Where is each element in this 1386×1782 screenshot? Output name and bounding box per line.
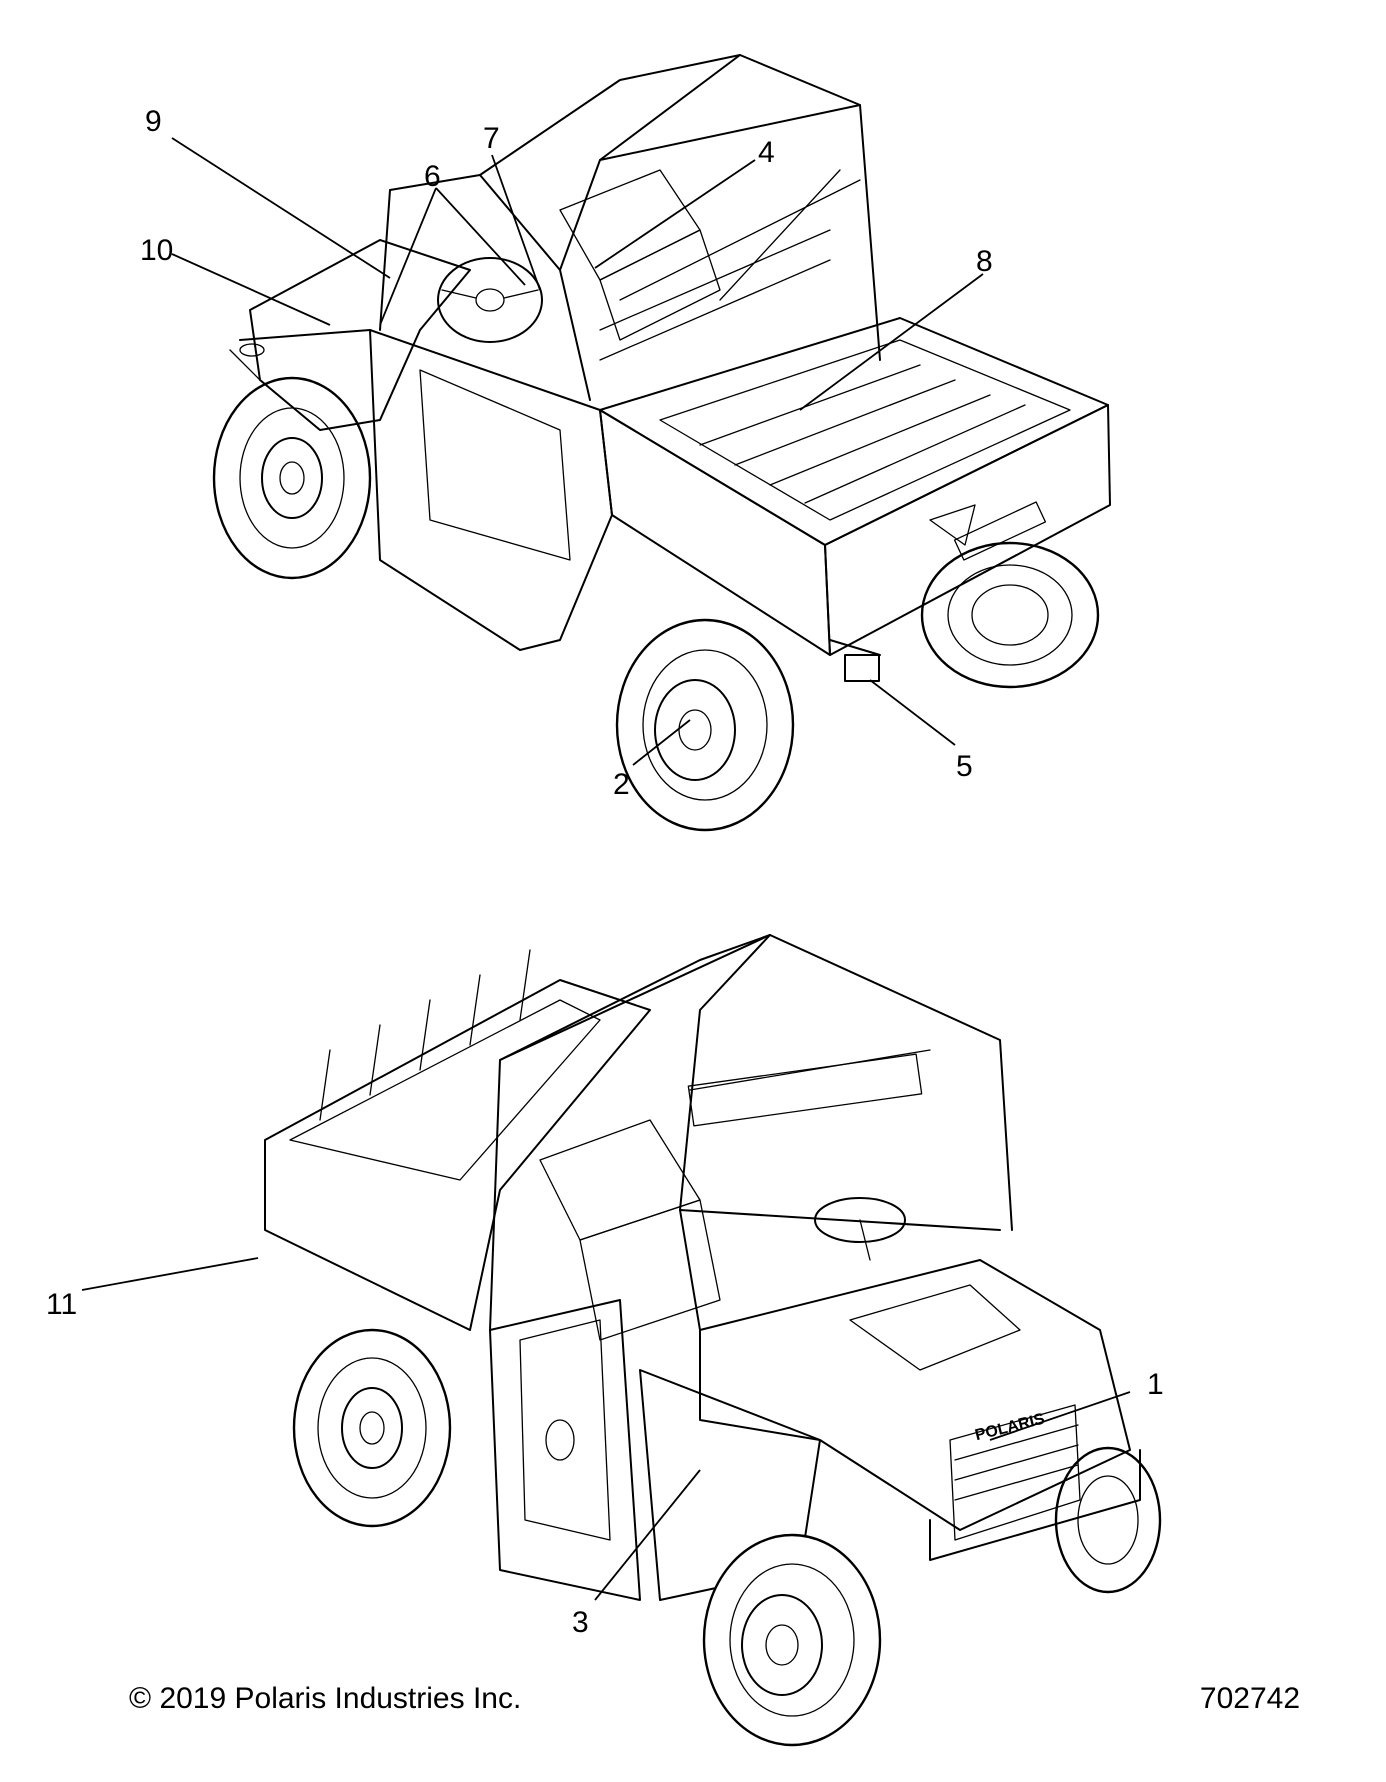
roll-cage-front-view xyxy=(489,934,1013,1331)
leader-line-6b xyxy=(435,187,526,286)
leader-lines xyxy=(81,137,1131,1601)
callout-9: 9 xyxy=(145,105,162,138)
tire-front-far xyxy=(212,376,372,580)
seats-rear-view xyxy=(559,169,721,341)
front-brand-badge: POLARIS xyxy=(973,1411,1046,1445)
roll-cage-rear-view xyxy=(379,54,881,401)
leader-line-11 xyxy=(81,1257,259,1291)
cab-body-rear-view xyxy=(229,239,613,651)
tire-front-right xyxy=(1054,1446,1162,1594)
callout-8: 8 xyxy=(976,245,993,278)
leader-line-4 xyxy=(594,159,756,269)
tire-rear-far xyxy=(920,541,1100,689)
callout-2: 2 xyxy=(613,768,630,801)
callout-6: 6 xyxy=(424,160,441,193)
callout-11: 11 xyxy=(46,1288,78,1321)
cab-interior-front-view xyxy=(539,1119,906,1341)
leader-line-5 xyxy=(869,679,956,746)
leader-line-9 xyxy=(171,137,391,279)
leader-line-1 xyxy=(989,1391,1131,1441)
leader-line-2 xyxy=(632,719,691,766)
leader-line-8 xyxy=(799,273,984,411)
vehicle-rear-view xyxy=(212,54,1111,832)
steering-wheel-rear-view xyxy=(437,257,543,343)
callout-5: 5 xyxy=(956,750,973,783)
copyright-notice: © 2019 Polaris Industries Inc. xyxy=(129,1682,522,1715)
callout-7: 7 xyxy=(483,122,500,155)
callout-3: 3 xyxy=(572,1606,589,1639)
drawing-number: 702742 xyxy=(1199,1682,1300,1715)
callout-1: 1 xyxy=(1147,1368,1164,1401)
vehicle-front-view: POLARIS xyxy=(264,934,1162,1747)
leader-line-6a xyxy=(379,187,437,326)
cargo-bed-front-view xyxy=(264,949,651,1331)
tire-rear-near xyxy=(615,618,795,832)
tire-rear-left xyxy=(292,1328,452,1528)
tire-front-left xyxy=(702,1533,882,1747)
leader-line-7 xyxy=(491,154,541,291)
trailer-hitch xyxy=(829,639,881,682)
callout-10: 10 xyxy=(140,234,174,267)
leader-line-10 xyxy=(171,253,331,326)
leader-line-3 xyxy=(594,1469,701,1601)
callout-4: 4 xyxy=(758,136,775,169)
